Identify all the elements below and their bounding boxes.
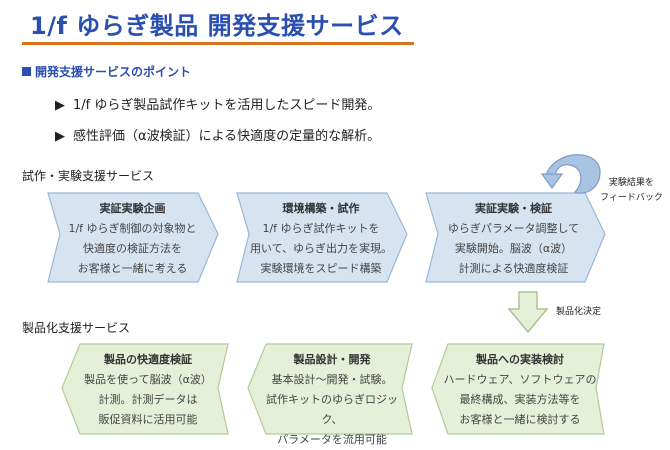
product-step-3-shape: [431, 343, 605, 435]
step-title: 実証実験企画: [99, 202, 166, 215]
trial-step-2-shape: [236, 192, 408, 283]
trial-step-1-shape: [47, 192, 219, 283]
page-title: 1/f ゆらぎ製品 開発支援サービス: [30, 12, 404, 40]
product-section-label: 製品化支援サービス: [22, 321, 131, 335]
bullet-point-1: ▶1/f ゆらぎ製品試作キットを活用したスピード開発。: [55, 98, 381, 113]
product-step-2-shape: [247, 343, 413, 435]
product-step-3: 製品への実装検討 ハードウェア、ソフトウェアの 最終構成、実装方法等を お客様と…: [442, 350, 598, 430]
step-title: 実証実験・検証: [475, 202, 552, 215]
title-underline: [22, 42, 414, 45]
step-title: 環境構築・試作: [282, 202, 360, 215]
triangle-bullet-icon: ▶: [55, 129, 65, 144]
bullet-point-2: ▶感性評価（α波検証）による快適度の定量的な解析。: [55, 129, 381, 144]
productize-down-arrow-icon: [507, 291, 549, 333]
feedback-note: 実験結果を フィードバック: [600, 178, 663, 203]
step-title: 製品の快適度検証: [104, 353, 192, 366]
product-step-1: 製品の快適度検証 製品を使って脳波（α波） 計測。計測データは 販促資料に活用可…: [74, 350, 222, 430]
step-title: 製品への実装検討: [476, 353, 564, 366]
triangle-bullet-icon: ▶: [55, 98, 65, 113]
points-heading: 開発支援サービスのポイント: [22, 63, 191, 80]
feedback-arrow-icon: [540, 154, 601, 194]
trial-section-label: 試作・実験支援サービス: [22, 169, 155, 183]
trial-step-3: 実証実験・検証 ゆらぎパラメータ調整して 実験開始。脳波（α波） 計測による快適…: [436, 199, 591, 279]
productize-note: 製品化決定: [556, 307, 602, 317]
product-step-1-shape: [61, 343, 229, 435]
trial-step-2: 環境構築・試作 1/f ゆらぎ試作キットを 用いて、ゆらぎ出力を実現。 実験環境…: [246, 199, 396, 279]
step-title: 製品設計・開発: [293, 353, 371, 366]
trial-step-1: 実証実験企画 1/f ゆらぎ制御の対象物と 快適度の検証方法を お客様と一緒に考…: [60, 199, 205, 279]
product-step-2: 製品設計・開発 基本設計～開発・試験。 試作キットのゆらぎロジック、 パラメータ…: [257, 350, 407, 450]
square-bullet-icon: [22, 67, 31, 76]
